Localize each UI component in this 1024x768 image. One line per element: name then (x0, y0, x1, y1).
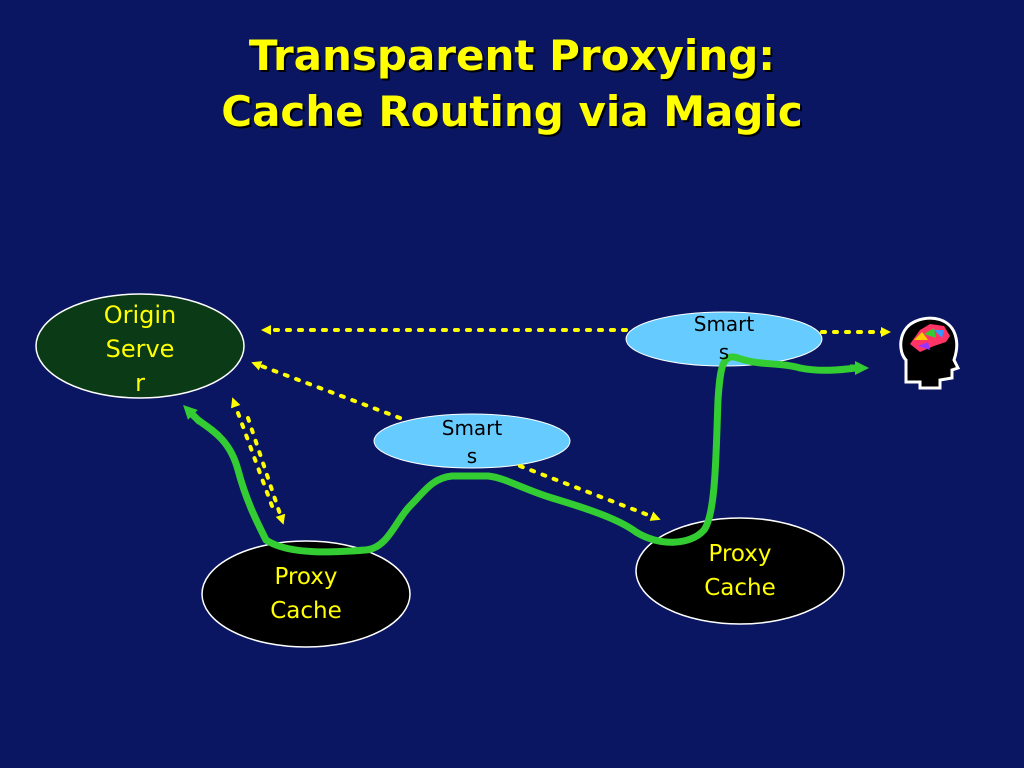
slide-title: Transparent Proxying: Cache Routing via … (0, 28, 1024, 140)
smarts-middle-node (373, 413, 571, 469)
route-arrow-to-origin (183, 405, 203, 425)
title-line-2: Cache Routing via Magic (221, 87, 803, 136)
route-path (194, 353, 860, 556)
proxy-cache-right-label: Proxy Cache (704, 541, 776, 601)
proxy-cache-right-node (635, 517, 845, 625)
smarts-top-label: Smart s (693, 312, 755, 362)
proxy-cache-left-node (201, 540, 411, 648)
origin-server-label: Origin Serve r (103, 301, 177, 397)
smarts-middle-label: Smart s (441, 416, 503, 468)
title-line-1: Transparent Proxying: (248, 31, 776, 80)
user-head-icon (899, 316, 961, 390)
proxy-cache-left-label: Proxy Cache (270, 564, 342, 624)
dotted-arrow-middle-to-cache (518, 464, 661, 521)
origin-server-node (35, 293, 245, 399)
dotted-arrow-middle-to-origin (251, 361, 402, 420)
dotted-arrow-origin-to-cache-up (231, 397, 274, 508)
